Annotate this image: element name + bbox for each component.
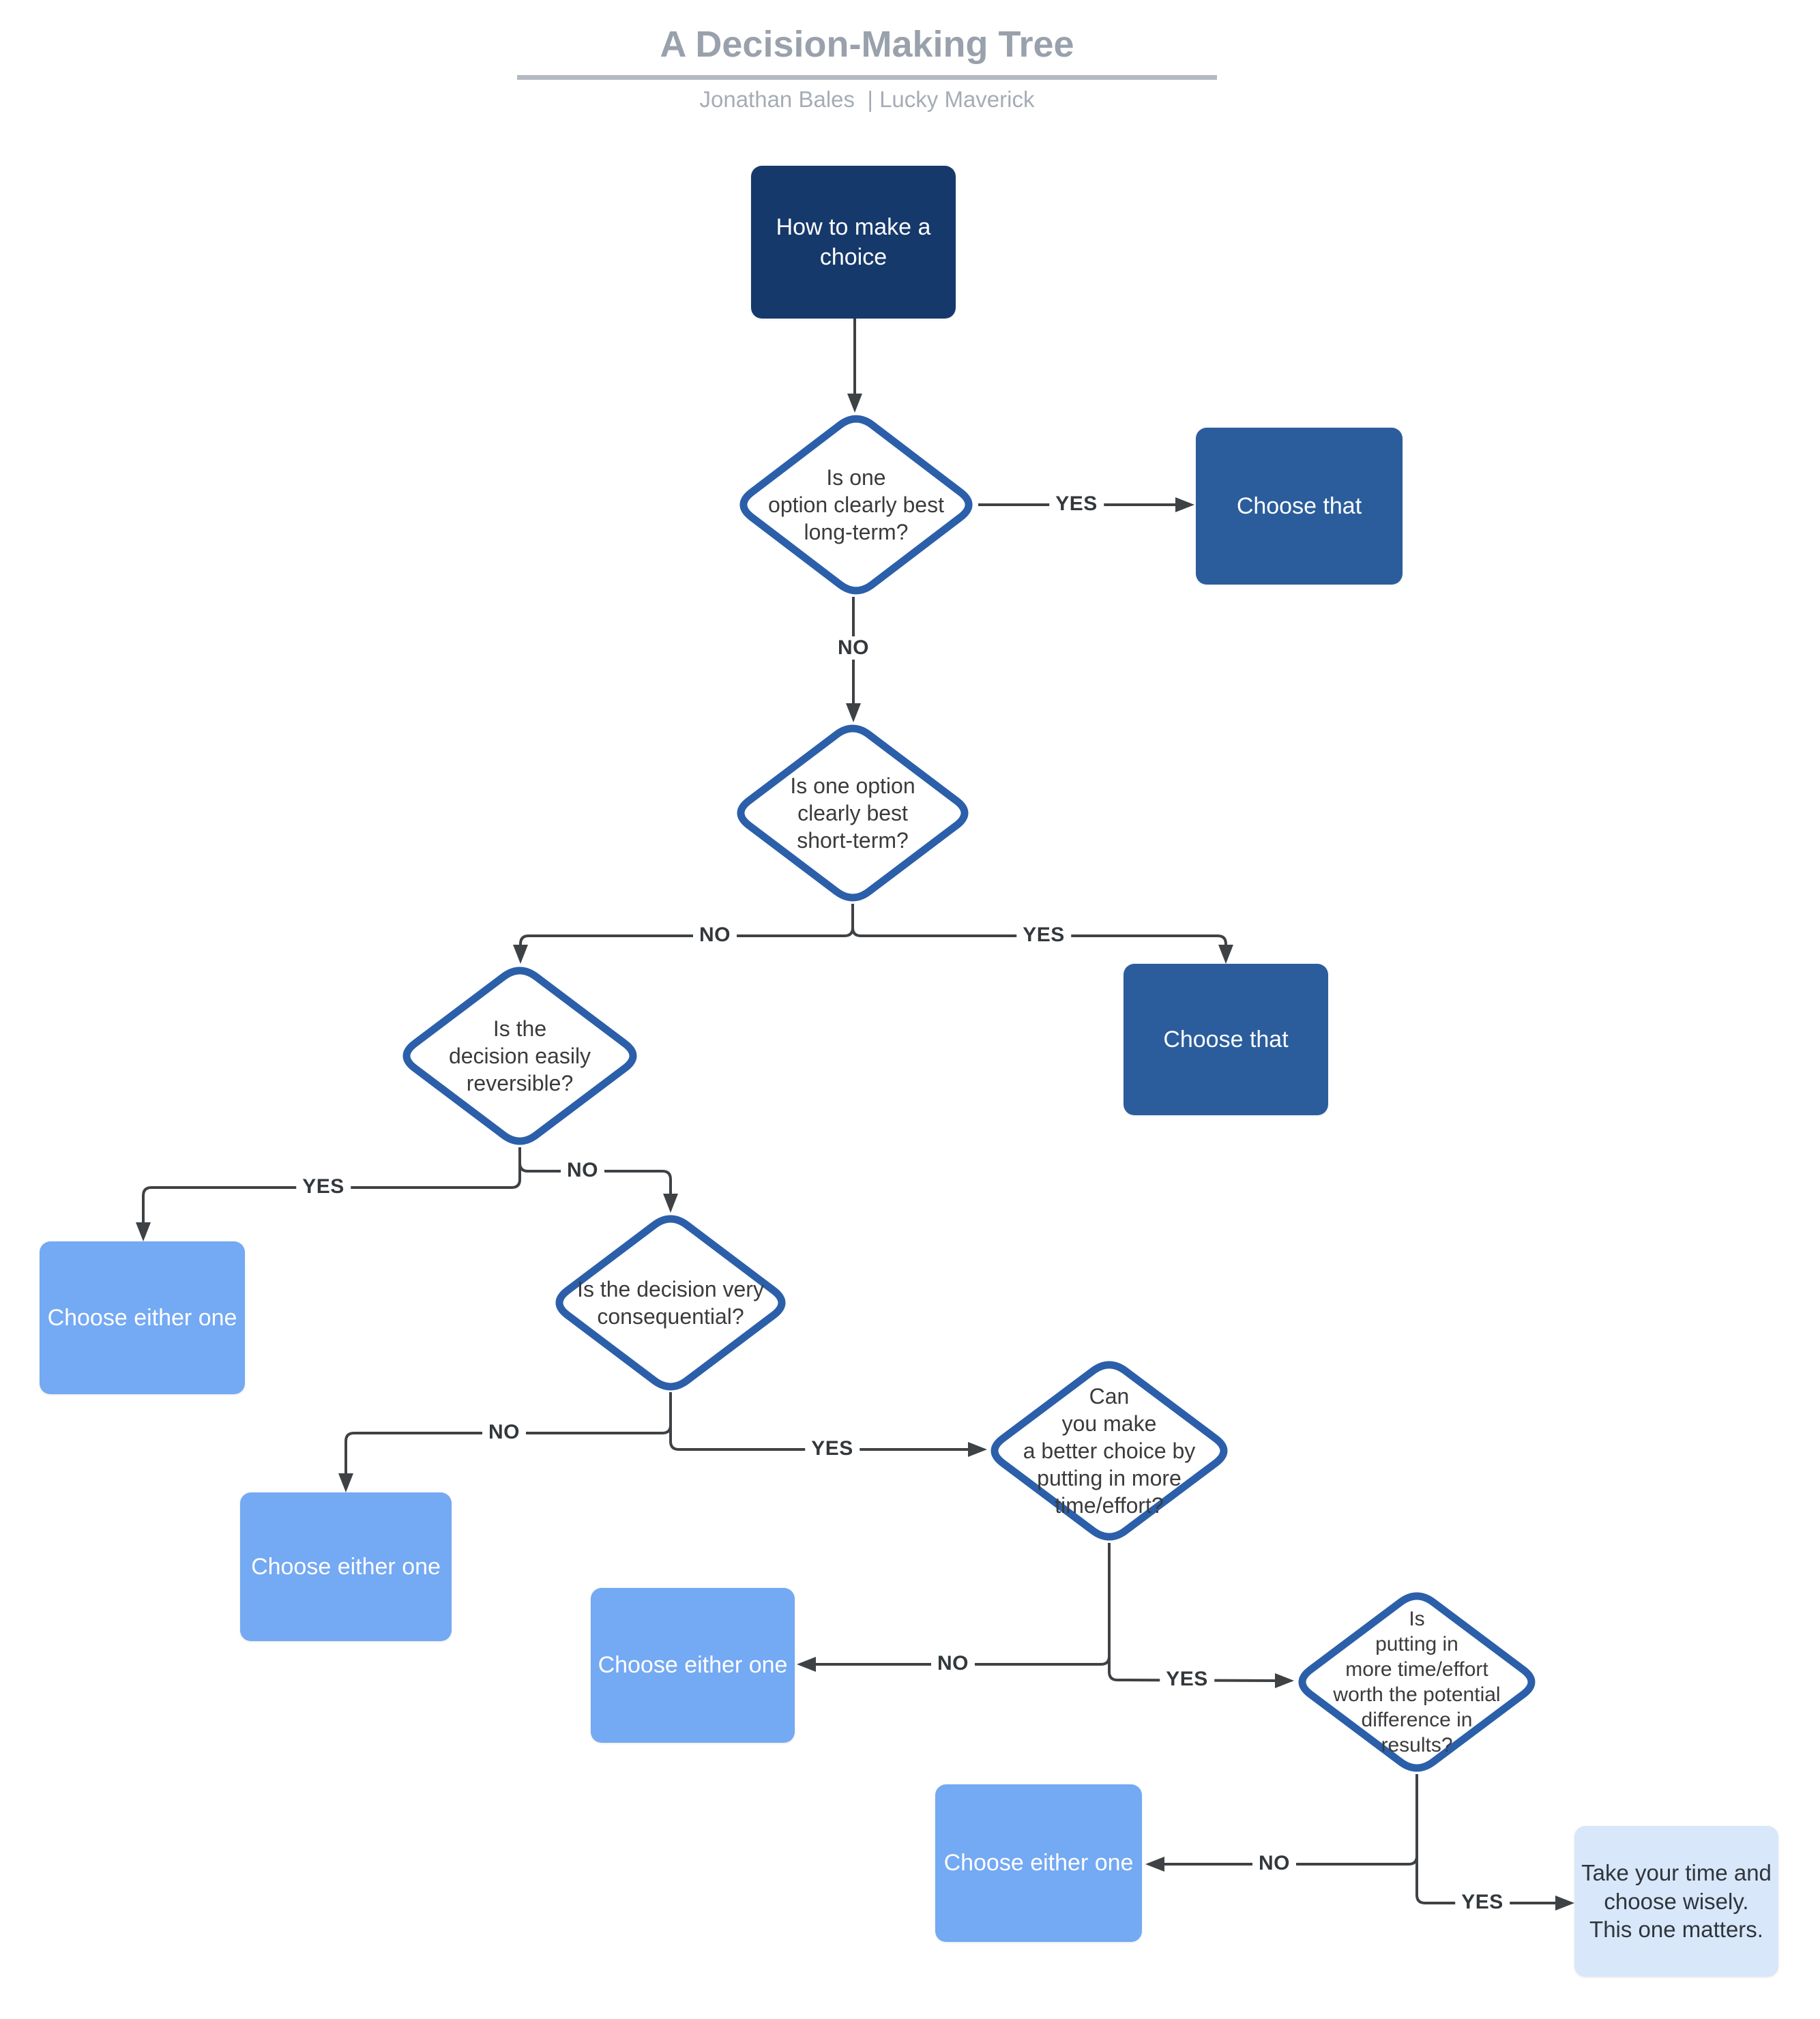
arrowhead: [797, 1657, 816, 1672]
diamond-text-worth-effort: Is putting in more time/effort worth the…: [1333, 1608, 1501, 1756]
node-take-time: Take your time and choose wisely. This o…: [1574, 1826, 1778, 1977]
arrowhead: [1555, 1896, 1574, 1911]
edge-q5-yes: [1108, 1543, 1276, 1682]
diamond-better-choice: [990, 1361, 1228, 1541]
arrowhead: [847, 394, 862, 413]
diamond-text-reversible: Is the decision easily reversible?: [448, 1016, 591, 1095]
arrowhead: [513, 945, 528, 964]
label-q4-no: NO: [482, 1421, 526, 1444]
diamond-consequential: [555, 1215, 786, 1391]
diamond-short-term: [737, 724, 969, 902]
arrowhead: [846, 703, 861, 722]
arrowhead: [1218, 945, 1233, 964]
node-choose-either-1: Choose either one: [40, 1241, 245, 1394]
label-q5-no: NO: [931, 1652, 975, 1675]
label-q1-no: NO: [832, 636, 875, 660]
node-choose-either-4: Choose either one: [935, 1784, 1142, 1942]
byline: Jonathan Bales | Lucky Maverick: [699, 87, 1035, 112]
header: A Decision-Making Tree Jonathan Bales | …: [517, 0, 1217, 113]
node-choose-that-1: Choose that: [1196, 428, 1403, 585]
edge-q4-yes: [669, 1392, 969, 1451]
arrowhead: [136, 1222, 151, 1241]
arrowhead: [338, 1473, 353, 1492]
edge-q2-no: [519, 904, 854, 947]
diamond-reversible: [402, 967, 637, 1145]
edge-q5-no: [816, 1543, 1111, 1666]
label-q1-yes: YES: [1049, 492, 1104, 516]
label-q6-yes: YES: [1455, 1891, 1510, 1914]
arrowhead: [1175, 497, 1194, 512]
arrowhead: [1145, 1857, 1164, 1872]
node-choose-either-2: Choose either one: [240, 1492, 452, 1641]
node-choose-either-3: Choose either one: [591, 1588, 795, 1743]
label-q2-yes: YES: [1016, 924, 1071, 947]
edge-q6-no: [1164, 1774, 1418, 1866]
label-q5-yes: YES: [1160, 1668, 1214, 1691]
arrowhead: [663, 1194, 678, 1213]
edge-q6-yes: [1415, 1774, 1555, 1904]
title-underline: [517, 75, 1217, 80]
page-title: A Decision-Making Tree: [660, 24, 1074, 65]
label-q3-yes: YES: [296, 1175, 351, 1198]
arrowhead: [1275, 1673, 1294, 1688]
diamond-text-consequential: Is the decision very consequential?: [577, 1277, 764, 1329]
diamond-text-better-choice: Can you make a better choice by putting …: [1023, 1384, 1196, 1518]
label-q6-no: NO: [1252, 1852, 1296, 1875]
node-choose-that-2: Choose that: [1124, 964, 1328, 1115]
diamond-worth-effort: [1298, 1592, 1536, 1772]
diamond-text-long-term: Is one option clearly best long-term?: [768, 465, 944, 544]
label-q2-no: NO: [693, 924, 737, 947]
node-start: How to make a choice: [751, 166, 956, 319]
label-q3-no: NO: [561, 1159, 604, 1182]
arrowhead: [968, 1442, 987, 1457]
label-q4-yes: YES: [805, 1437, 860, 1460]
diamond-text-short-term: Is one option clearly best short-term?: [790, 773, 915, 853]
diamond-long-term: [739, 415, 973, 595]
